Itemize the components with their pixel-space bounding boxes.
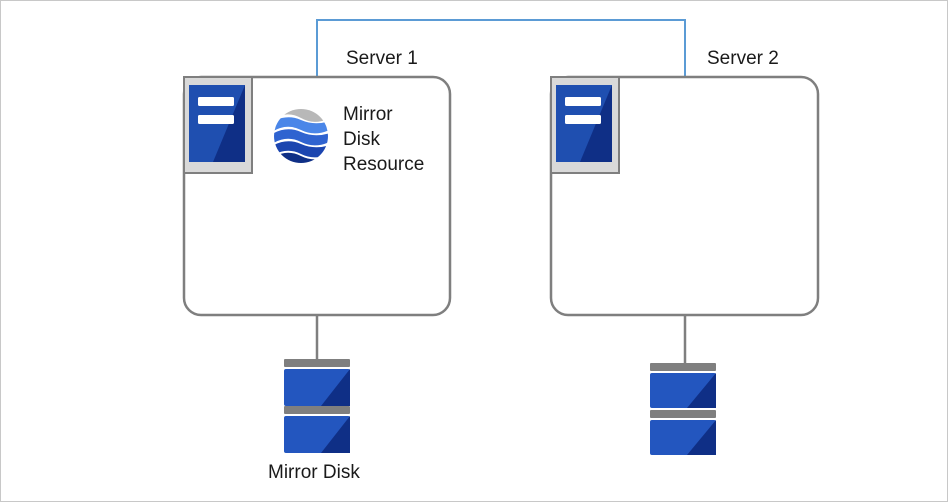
mirror-disk-label: Mirror Disk (268, 462, 360, 483)
server-icon (550, 76, 620, 174)
mirror-resource-label-line3: Resource (343, 154, 425, 175)
server-1-label: Server 1 (346, 48, 418, 69)
mirror-disk-resource-icon (274, 109, 328, 163)
disk-icon (650, 363, 716, 455)
mirror-resource-label-line2: Disk (343, 129, 380, 150)
server-icon (183, 76, 253, 174)
disk-icon (284, 359, 350, 453)
network-line (316, 19, 686, 77)
mirror-resource-label-line1: Mirror (343, 104, 393, 125)
server-2-label: Server 2 (707, 48, 779, 69)
